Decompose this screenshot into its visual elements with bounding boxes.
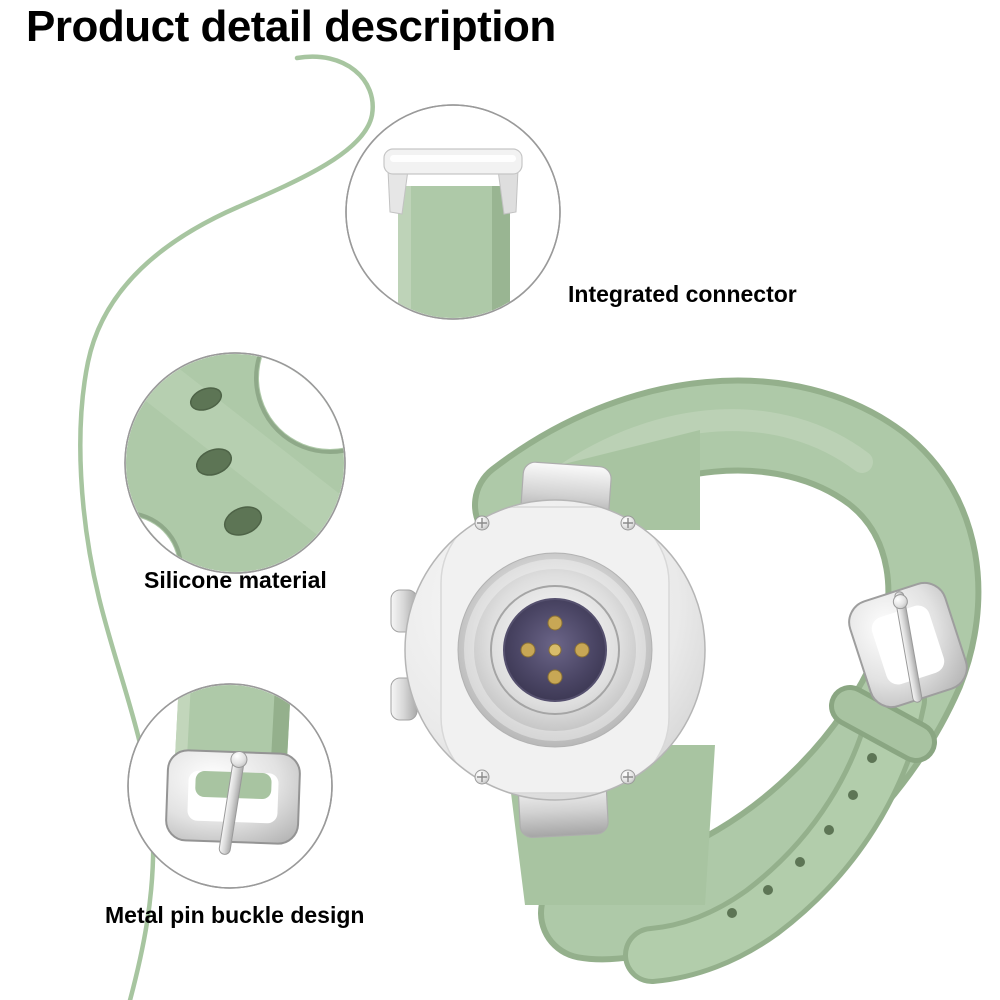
silicone-strap-holes <box>189 387 263 536</box>
strap-hole <box>763 885 773 895</box>
page-title: Product detail description <box>26 2 556 51</box>
connector-strap <box>398 186 510 318</box>
sensor-gold-screws <box>520 615 590 685</box>
watch-strap-highlight <box>549 409 873 489</box>
watch-body <box>390 461 706 839</box>
strap-holes <box>727 753 877 918</box>
strap-tongue <box>628 676 922 979</box>
callout-circle-connector <box>345 104 561 320</box>
sensor-ring <box>490 585 620 715</box>
gold-screw-icon <box>548 643 562 657</box>
strap-hole <box>867 753 877 763</box>
sensor-plate-highlight <box>464 559 646 741</box>
watch-buckle-pin <box>892 591 923 703</box>
strap-hole <box>727 908 737 918</box>
label-silicone-material: Silicone material <box>144 567 327 593</box>
gold-screw-icon <box>547 615 563 631</box>
metal-pin-buckle <box>165 749 301 855</box>
label-integrated-connector: Integrated connector <box>568 281 797 307</box>
strap-hole <box>824 825 834 835</box>
strap-hole <box>189 387 223 411</box>
watch-buckle <box>848 581 968 709</box>
gold-screw-icon <box>520 642 536 658</box>
buckle-pin <box>218 750 248 855</box>
strap-hole <box>795 857 805 867</box>
plate-screws <box>474 515 636 785</box>
strap-hole <box>195 448 233 476</box>
watch-product-photo <box>390 377 982 984</box>
strap-hole <box>223 506 263 536</box>
strap-keeper <box>834 690 932 758</box>
callout-circle-buckle <box>127 683 333 889</box>
gold-screw-icon <box>547 669 563 685</box>
strap-hole <box>848 790 858 800</box>
label-metal-pin-buckle: Metal pin buckle design <box>105 902 365 928</box>
gold-screw-icon <box>574 642 590 658</box>
